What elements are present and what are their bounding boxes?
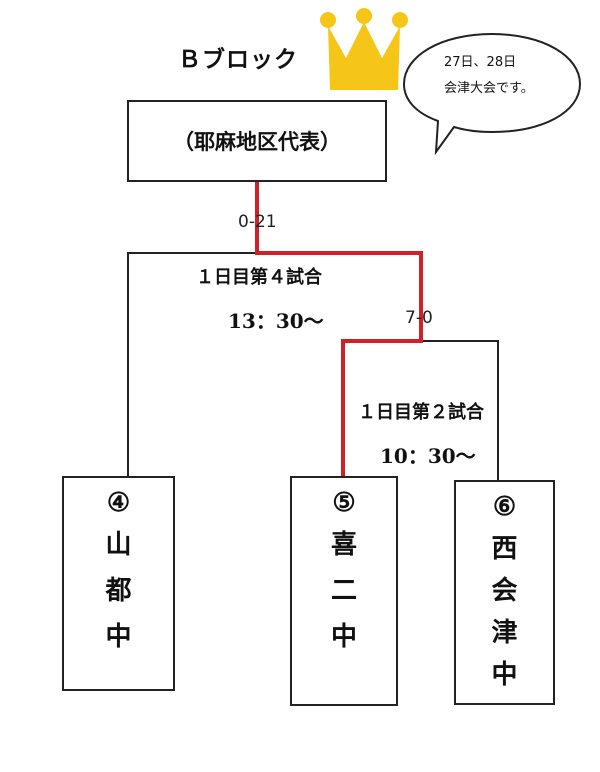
team-name-char: 山 — [105, 530, 132, 560]
team-box-nishiaizu: ⑥ 西 会 津 中 — [454, 480, 555, 705]
note-line-2: 会津大会です。 — [444, 81, 534, 96]
team-box-kitakata-niichu: ⑤ 喜 二 中 — [290, 476, 398, 706]
speech-bubble-icon — [402, 32, 582, 156]
semi-time: 10：30～ — [380, 444, 476, 468]
final-score: 0-21 — [238, 212, 277, 232]
team-name-char: 都 — [105, 576, 132, 606]
team-box-yamato: ④ 山 都 中 — [62, 476, 175, 691]
final-time: 13：30～ — [228, 309, 324, 333]
note-line-1: 27日、28日 — [444, 55, 517, 70]
note-text: 27日、28日 会津大会です。 — [444, 50, 534, 102]
block-title: Ｂブロック — [178, 46, 298, 73]
team-name-char: 二 — [330, 576, 357, 606]
team-number: ⑥ — [492, 492, 517, 522]
team-name-char: 中 — [105, 622, 132, 652]
crown-icon — [320, 8, 408, 90]
team-name-char: 津 — [491, 618, 518, 648]
bracket-line-yamato — [127, 252, 257, 476]
final-match-label: １日目第４試合 — [196, 267, 322, 288]
winner-path-semi — [341, 339, 423, 478]
team-name-char: 中 — [491, 660, 518, 690]
team-name-char: 会 — [491, 576, 518, 606]
team-number: ⑤ — [332, 488, 356, 518]
team-name-char: 西 — [491, 534, 518, 564]
team-name-char: 喜 — [330, 530, 357, 560]
team-number: ④ — [106, 488, 131, 518]
representative-label: （耶麻地区代表） — [173, 129, 341, 154]
bracket-line-nishiaizu — [422, 340, 499, 480]
representative-box: （耶麻地区代表） — [127, 100, 387, 182]
semi-match-label: １日目第２試合 — [358, 402, 484, 423]
team-name-char: 中 — [330, 622, 357, 652]
winner-path-final — [255, 180, 423, 343]
semi-score: 7-0 — [405, 308, 433, 328]
